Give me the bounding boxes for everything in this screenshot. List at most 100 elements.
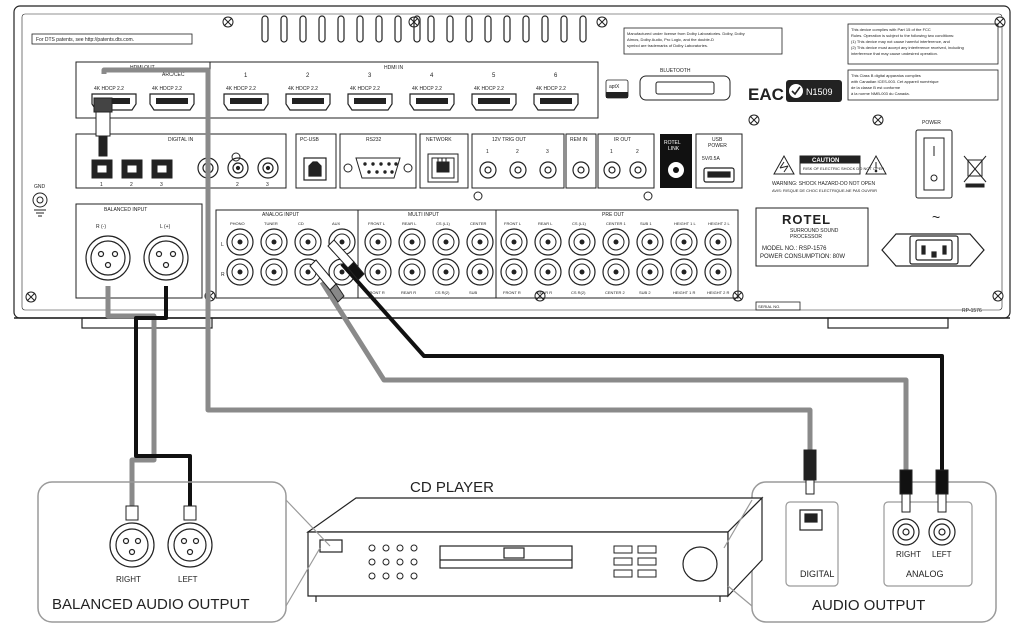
optical-output[interactable] bbox=[799, 509, 823, 531]
rca-jack[interactable] bbox=[602, 258, 630, 286]
cd-button[interactable] bbox=[368, 572, 376, 580]
toslink-3[interactable] bbox=[151, 159, 173, 179]
rca-output-right[interactable] bbox=[892, 518, 920, 546]
gnd-terminal[interactable] bbox=[32, 192, 48, 217]
xlr-output-left[interactable] bbox=[167, 522, 213, 568]
hdcp-label: 4K HDCP 2.2 bbox=[152, 86, 182, 92]
rca-jack[interactable] bbox=[704, 228, 732, 256]
ac-inlet[interactable] bbox=[881, 233, 985, 267]
trig-jacks bbox=[479, 161, 557, 179]
rca-jack[interactable] bbox=[534, 258, 562, 286]
rca-jack[interactable] bbox=[226, 228, 254, 256]
rca-jack[interactable] bbox=[602, 228, 630, 256]
analog-label: ANALOG bbox=[906, 569, 944, 579]
cd-key[interactable] bbox=[637, 569, 657, 578]
audio-right-label: RIGHT bbox=[896, 550, 921, 559]
cd-key[interactable] bbox=[613, 545, 633, 554]
rca-jack[interactable] bbox=[568, 258, 596, 286]
cd-volume-knob[interactable] bbox=[682, 546, 718, 582]
rca-plug-cd-left bbox=[935, 469, 949, 513]
rca-jack[interactable] bbox=[466, 228, 494, 256]
rca-jack[interactable] bbox=[670, 228, 698, 256]
cd-button[interactable] bbox=[368, 558, 376, 566]
cd-button[interactable] bbox=[410, 572, 418, 580]
ir-jack-1[interactable] bbox=[603, 161, 621, 179]
xlr-input-right[interactable] bbox=[85, 235, 131, 281]
ethernet-port[interactable] bbox=[427, 153, 459, 183]
rs232-port[interactable] bbox=[343, 157, 413, 179]
hdmi-in-port-3[interactable]: 4K HDCP 2.23 bbox=[347, 73, 393, 111]
cd-key[interactable] bbox=[613, 557, 633, 566]
rca-column-label: FRONT R bbox=[503, 290, 521, 295]
trig-num-2: 2 bbox=[516, 149, 519, 155]
rca-jack[interactable] bbox=[226, 258, 254, 286]
coax-2[interactable] bbox=[227, 157, 249, 179]
rca-jack[interactable] bbox=[568, 228, 596, 256]
model-code: RP-1576 bbox=[962, 308, 982, 314]
usb-a-port[interactable] bbox=[703, 167, 735, 183]
rca-jack[interactable] bbox=[636, 228, 664, 256]
rca-jack[interactable] bbox=[500, 228, 528, 256]
toslink-2[interactable] bbox=[121, 159, 143, 179]
coax-3[interactable] bbox=[257, 157, 279, 179]
rca-jack[interactable] bbox=[670, 258, 698, 286]
rca-jack[interactable] bbox=[260, 228, 288, 256]
cd-button[interactable] bbox=[368, 544, 376, 552]
balanced-output-box bbox=[37, 481, 287, 623]
rca-column-label: REAR L bbox=[402, 221, 417, 226]
hdmi-out-port[interactable]: 4K HDCP 2.2 bbox=[149, 86, 195, 111]
hdmi-in-port-6[interactable]: 4K HDCP 2.26 bbox=[533, 73, 579, 111]
rca-column-label: REAR R bbox=[537, 290, 552, 295]
cd-button[interactable] bbox=[382, 558, 390, 566]
trig-jack-3[interactable] bbox=[539, 161, 557, 179]
hdmi-in-port-4[interactable]: 4K HDCP 2.24 bbox=[409, 73, 455, 111]
gnd-label: GND bbox=[34, 184, 46, 190]
pre-out-label: PRE OUT bbox=[602, 212, 624, 218]
caution-block bbox=[773, 154, 887, 175]
vent-slot bbox=[299, 15, 307, 43]
hdmi-in-port-5[interactable]: 4K HDCP 2.25 bbox=[471, 73, 517, 111]
ir-jack-2[interactable] bbox=[629, 161, 647, 179]
rca-jack[interactable] bbox=[432, 258, 460, 286]
fcc-text: This device complies with Part 15 of the… bbox=[851, 27, 964, 56]
rca-jack[interactable] bbox=[294, 228, 322, 256]
rca-jack[interactable] bbox=[466, 258, 494, 286]
cd-button[interactable] bbox=[382, 572, 390, 580]
rca-output-left[interactable] bbox=[928, 518, 956, 546]
toslink-1[interactable] bbox=[91, 159, 113, 179]
cd-button[interactable] bbox=[410, 544, 418, 552]
power-switch[interactable] bbox=[915, 129, 953, 199]
rca-jack[interactable] bbox=[364, 258, 392, 286]
usb-rating: 5V/0.5A bbox=[702, 156, 720, 162]
cd-button[interactable] bbox=[382, 544, 390, 552]
trig-jack-1[interactable] bbox=[479, 161, 497, 179]
hdmi-in-port-2[interactable]: 4K HDCP 2.22 bbox=[285, 73, 331, 111]
usb-b-port[interactable] bbox=[303, 157, 327, 181]
xlr-output-right[interactable] bbox=[109, 522, 155, 568]
cd-button[interactable] bbox=[396, 544, 404, 552]
rca-jack[interactable] bbox=[432, 228, 460, 256]
cd-key[interactable] bbox=[637, 545, 657, 554]
cd-key[interactable] bbox=[637, 557, 657, 566]
rca-jack[interactable] bbox=[260, 258, 288, 286]
rca-jack[interactable] bbox=[704, 258, 732, 286]
cd-button[interactable] bbox=[396, 558, 404, 566]
rca-jack[interactable] bbox=[500, 258, 528, 286]
rca-jack[interactable] bbox=[364, 228, 392, 256]
hdmi-in-port-1[interactable]: 4K HDCP 2.21 bbox=[223, 73, 269, 111]
coax-num-2: 2 bbox=[236, 182, 239, 188]
rca-jack[interactable] bbox=[636, 258, 664, 286]
rca-jack[interactable] bbox=[398, 228, 426, 256]
cd-button[interactable] bbox=[410, 558, 418, 566]
hdmi-in-number: 1 bbox=[244, 73, 248, 79]
cd-key[interactable] bbox=[613, 569, 633, 578]
trig-jack-2[interactable] bbox=[509, 161, 527, 179]
cd-button[interactable] bbox=[396, 572, 404, 580]
rca-jack[interactable] bbox=[398, 258, 426, 286]
rem-jack[interactable] bbox=[572, 161, 590, 179]
xlr-input-left[interactable] bbox=[143, 235, 189, 281]
coax-num-3: 3 bbox=[266, 182, 269, 188]
rca-jack[interactable] bbox=[534, 228, 562, 256]
